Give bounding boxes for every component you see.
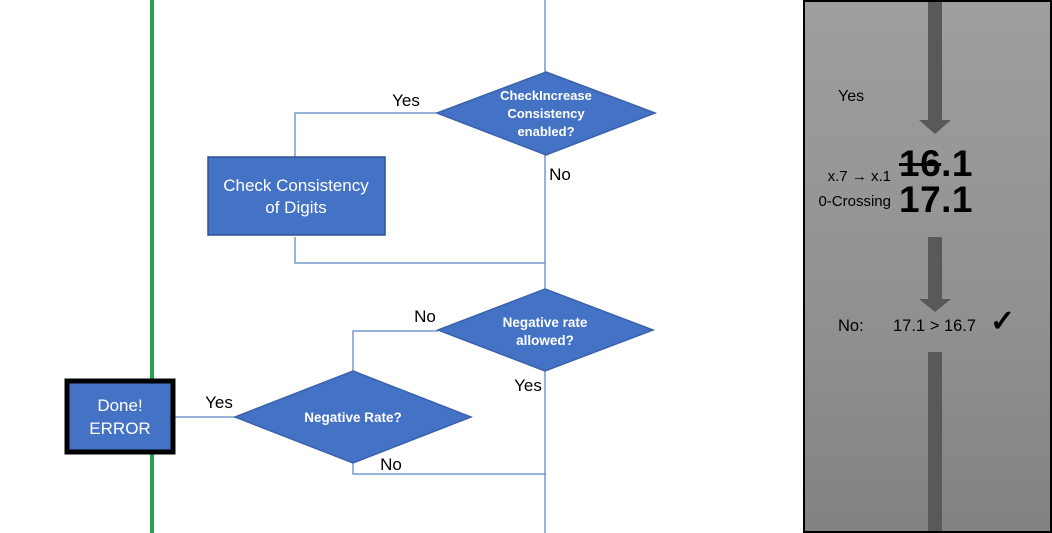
flowchart: CheckIncrease Consistency enabled? Check… bbox=[64, 0, 658, 533]
panel-old-value-suffix: .1 bbox=[941, 143, 974, 184]
decision-negative-rate-allowed bbox=[435, 288, 656, 372]
decision-check-increase-line1: CheckIncrease bbox=[500, 88, 592, 103]
process-check-consistency-line2: of Digits bbox=[265, 198, 326, 217]
terminal-done-line1: Done! bbox=[97, 396, 142, 415]
edge-label-negative-rate-yes: Yes bbox=[205, 393, 233, 412]
decision-check-increase-line2: Consistency bbox=[507, 106, 585, 121]
green-guide-line bbox=[150, 0, 154, 533]
down-arrow-middle-icon bbox=[919, 237, 951, 312]
decision-negative-rate bbox=[232, 370, 474, 464]
connector-process-exit bbox=[294, 237, 545, 264]
panel-values: 16.1 17.1 bbox=[899, 143, 974, 220]
panel-result-row: No: 17.1 > 16.7 ✓ bbox=[805, 305, 1050, 352]
down-arrow-bottom-icon bbox=[928, 352, 942, 531]
panel-new-value: 17.1 bbox=[899, 179, 974, 220]
panel-yes-label: Yes bbox=[838, 88, 865, 105]
edge-label-rate-allowed-yes: Yes bbox=[514, 376, 542, 395]
decision-negative-rate-allowed-line2: allowed? bbox=[516, 333, 574, 348]
panel-result-label: No: bbox=[838, 317, 864, 335]
connector-lines bbox=[173, 0, 546, 533]
connector-negative-rate-no bbox=[352, 461, 546, 475]
panel-rule-line1: x.7 → x.1 bbox=[827, 168, 891, 185]
terminal-done-error bbox=[64, 378, 176, 455]
edge-label-check-increase-no: No bbox=[549, 165, 571, 184]
down-arrow-top-icon bbox=[919, 2, 951, 134]
edge-label-rate-allowed-no: No bbox=[414, 307, 436, 326]
process-check-consistency-of-digits bbox=[207, 156, 386, 236]
connector-yes-to-process bbox=[294, 112, 437, 157]
panel-arrows bbox=[919, 2, 951, 531]
decision-negative-rate-allowed-line1: Negative rate bbox=[503, 315, 588, 330]
checkmark-icon: ✓ bbox=[990, 305, 1016, 338]
panel-rule-text: x.7 → x.1 0-Crossing bbox=[806, 164, 891, 214]
connector-no-to-negative-rate bbox=[352, 330, 438, 371]
decision-check-increase-consistency bbox=[434, 71, 658, 156]
terminal-done-line2: ERROR bbox=[89, 419, 150, 438]
panel-result-comparison: 17.1 > 16.7 bbox=[893, 317, 977, 335]
panel-old-value: 16.1 bbox=[899, 143, 974, 184]
panel-old-value-struck: 16 bbox=[899, 143, 942, 184]
process-check-consistency-line1: Check Consistency bbox=[223, 176, 369, 195]
explanation-panel: Yes x.7 → x.1 0-Crossing 16.1 17.1 No: 1… bbox=[803, 0, 1052, 533]
decision-check-increase-line3: enabled? bbox=[517, 124, 574, 139]
edge-label-negative-rate-no: No bbox=[380, 455, 402, 474]
decision-negative-rate-line1: Negative Rate? bbox=[304, 410, 402, 425]
edge-label-check-increase-yes: Yes bbox=[392, 91, 420, 110]
panel-rule-line2: 0-Crossing bbox=[818, 193, 891, 210]
